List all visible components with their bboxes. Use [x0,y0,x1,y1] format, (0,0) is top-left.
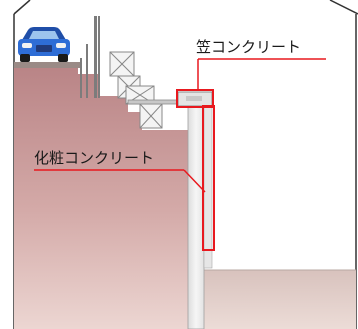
coping-concrete-label: 笠コンクリート [196,38,302,56]
upper-ground [14,66,188,329]
highlight-boxes [176,89,215,251]
finish-face [203,103,213,269]
coping-highlight [176,89,214,108]
upper-pavement [14,62,80,68]
finish-leader-diag [183,169,206,193]
leader-lines [34,58,326,193]
car-icon [18,27,70,62]
lower-ground [204,270,356,329]
shoring-bar [127,99,181,105]
finish-highlight [202,105,215,251]
wall-body [187,103,205,329]
finish-concrete-label: 化粧コンクリート [34,149,155,167]
posts [80,16,100,98]
